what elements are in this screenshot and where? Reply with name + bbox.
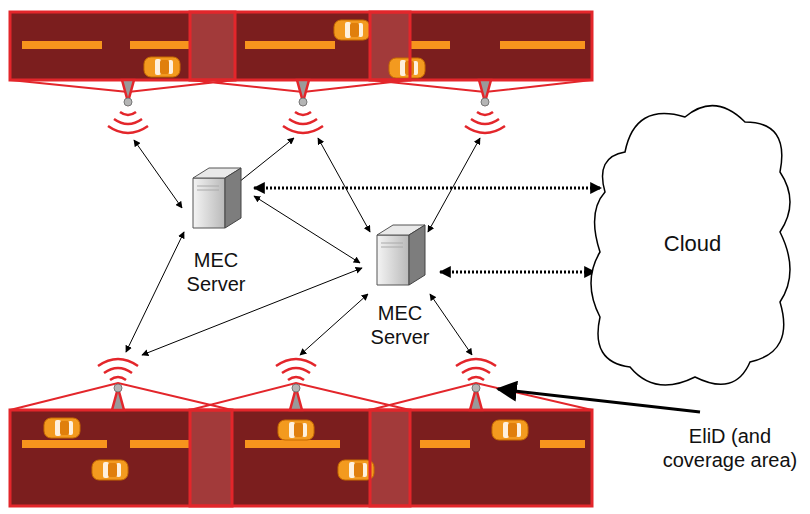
node-label: MEC Server xyxy=(180,248,252,296)
cloud: Cloud xyxy=(585,92,800,402)
connector xyxy=(254,187,601,190)
elid-antennas xyxy=(98,80,505,410)
node-label: Cloud xyxy=(664,232,721,256)
node-label: MEC Server xyxy=(362,301,438,349)
connector xyxy=(440,271,595,274)
server-icon xyxy=(373,223,427,287)
connector xyxy=(254,196,360,263)
mec-server: MEC Server xyxy=(362,223,438,349)
radio-links xyxy=(126,138,480,355)
road-segments-bottom xyxy=(10,383,592,506)
callout-label: EliD (and coverage area) xyxy=(655,424,805,472)
server-icon xyxy=(189,166,243,230)
mec-server: MEC Server xyxy=(180,166,252,296)
callout-leader xyxy=(498,389,700,412)
